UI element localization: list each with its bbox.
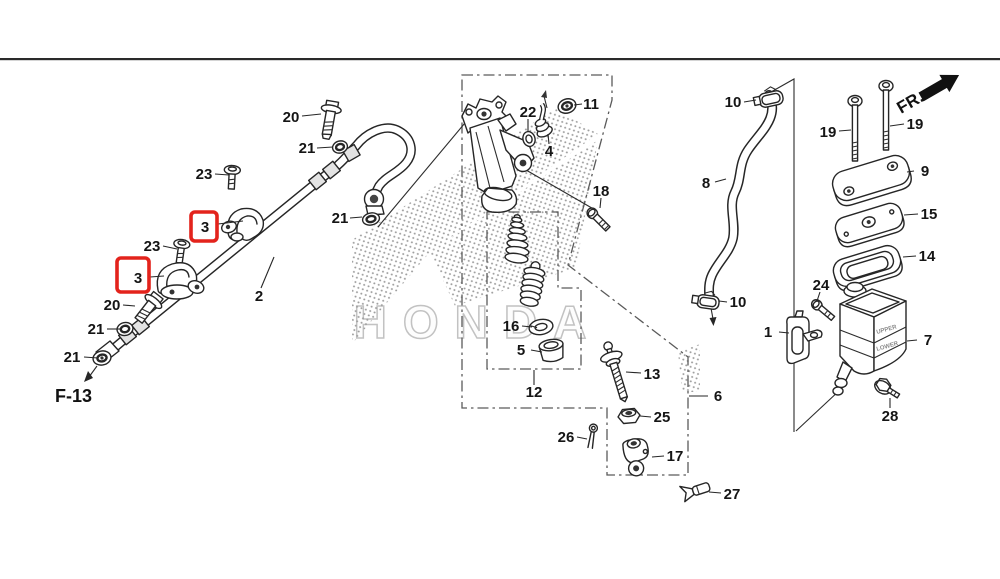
callout-11: 11 [583,96,599,113]
callout-23-a: 23 [196,166,213,183]
highlight-box-3-lower[interactable] [115,256,151,294]
master-cylinder-body [461,95,535,214]
part-plate-15 [834,202,905,248]
part-washer-21-b [361,212,381,226]
figure-code: F-13 [55,386,92,406]
callout-15: 15 [921,206,938,223]
callout-17: 17 [667,448,684,465]
callout-26: 26 [558,429,575,446]
part-diaphragm-14 [832,244,903,292]
callout-9: 9 [921,163,929,180]
callout-5: 5 [517,342,525,359]
part-clamp-10-top [752,86,784,108]
callout-16: 16 [503,318,520,335]
callout-27: 27 [724,486,741,503]
callout-23-b: 23 [144,238,161,255]
callout-10-bottom: 10 [730,294,747,311]
top-border [0,58,1000,61]
callout-28: 28 [882,408,899,425]
callout-10-top: 10 [725,94,742,111]
part-clip-27 [679,482,711,503]
callout-20-a: 20 [283,109,300,126]
part-clamp-10-bottom [691,290,720,310]
callout-4: 4 [545,143,554,160]
watermark-text: HONDA [354,296,603,348]
part-screw-23-b [173,238,191,264]
part-clamp-3-upper [221,207,265,242]
callout-25: 25 [654,409,671,426]
part-bolt-19-right [878,79,894,151]
part-bolt-28 [874,377,901,399]
part-bolt-20-bottom [134,290,164,324]
watermark-wing-fragment [678,344,700,392]
part-hose-8 [704,90,778,309]
callout-12: 12 [526,384,543,401]
part-cover-9 [831,154,912,207]
part-bolt-19-left [847,94,863,162]
part-washer-21-a [331,140,349,154]
part-joint-4 [534,90,553,138]
callout-18: 18 [593,183,610,200]
part-bolt-20-top [320,99,342,140]
part-nut-25 [617,407,641,425]
callout-6: 6 [714,388,722,405]
callout-19-left: 19 [820,124,837,141]
part-spring-12 [504,214,530,264]
leader-lines [83,99,919,494]
callout-19-right: 19 [907,116,924,133]
part-washer-21-c [116,321,134,337]
callout-20-b: 20 [104,297,121,314]
fr-arrow-icon [918,74,960,102]
callout-labels: 20 21 23 3 23 3 21 2 20 21 21 22 11 4 18… [64,94,938,503]
callout-22: 22 [520,104,537,121]
callout-21-b: 21 [332,210,349,227]
callout-2: 2 [255,288,263,305]
part-screw-24 [810,299,836,322]
assembly-lines [84,78,842,432]
part-bracket-1 [786,310,823,365]
part-hose-2 [95,123,416,363]
callout-8: 8 [702,175,710,192]
part-circlip-16 [528,318,554,336]
part-pin-26 [587,423,599,449]
watermark-wing-upper [352,108,598,344]
part-joint-17 [622,438,649,477]
part-piston-12 [519,261,546,307]
callout-21-c: 21 [88,321,105,338]
callout-14: 14 [919,248,936,265]
callout-3-lower[interactable]: 3 [134,270,142,287]
callout-21-d: 21 [64,349,81,366]
callout-3-upper[interactable]: 3 [201,219,209,236]
part-washer-21-d [92,350,112,366]
part-grommet-11 [557,98,577,114]
subassembly-box-12 [486,211,582,370]
part-boot-5 [538,338,564,363]
part-clamp-3-lower [156,262,205,300]
callout-1: 1 [764,324,772,341]
part-tank-7: UPPER LOWER [832,281,907,396]
part-screw-18 [586,207,611,232]
tank-upper-marking: UPPER [876,324,898,336]
callout-13: 13 [644,366,661,383]
part-washer-22 [522,130,536,148]
part-rod-13 [600,341,629,403]
part-screw-23-a [223,164,242,190]
highlight-box-3-upper[interactable] [189,210,219,243]
fr-direction: FR. [894,74,960,117]
callout-21-a: 21 [299,140,316,157]
callout-7: 7 [924,332,932,349]
callout-24: 24 [813,277,830,294]
